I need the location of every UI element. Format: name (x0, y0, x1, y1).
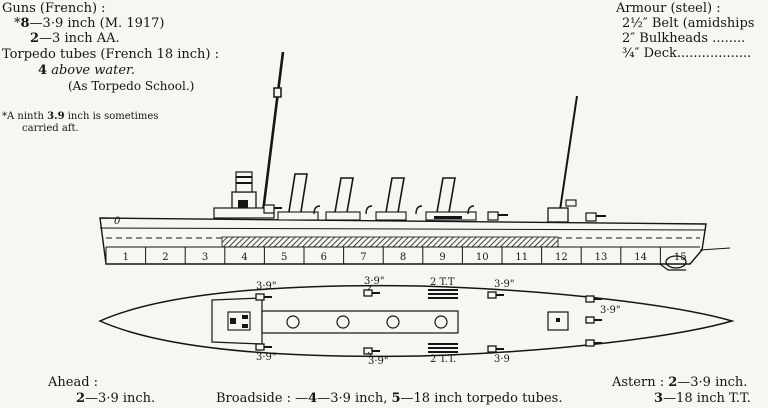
profile-guns (263, 204, 606, 222)
guns-heading: Guns (French) : (2, 1, 106, 16)
section-number: 1 (123, 252, 129, 263)
ahead-desc: —3·9 inch. (85, 391, 156, 406)
plan-funnel-3 (386, 315, 400, 329)
foremast (261, 51, 285, 213)
label-mid-stbd: 3·9" (368, 356, 389, 367)
torpedo-heading: Torpedo tubes (French 18 inch) : (2, 47, 220, 62)
section-number: 8 (400, 252, 406, 263)
bow-mark: 0 (114, 216, 121, 227)
guns-count-2: 2 (30, 31, 40, 46)
footnote-line-2: carried aft. (22, 123, 79, 134)
broadside-label: Broadside : — (216, 391, 309, 406)
astern-gun-count: 2 (668, 375, 678, 390)
footnote-text-a: *A ninth (2, 111, 48, 122)
armour-deck: ¾″ Deck.................. (622, 47, 751, 60)
ahead-value: 2—3·9 inch. (76, 392, 155, 405)
section-number: 5 (281, 252, 287, 263)
torpedo-line-1: 4 above water. (38, 64, 135, 77)
foremast-platform (273, 87, 282, 98)
broadside-line: Broadside : —4—3·9 inch, 5—18 inch torpe… (216, 392, 562, 405)
plan-guns (255, 289, 602, 355)
armour-belt-label: Belt (amidships (651, 16, 755, 31)
broadside-tt-count: 5 (391, 391, 401, 406)
astern-line-1: Astern : 2—3·9 inch. (612, 376, 747, 389)
section-number: 4 (241, 252, 247, 263)
guns-line-1: *8—3·9 inch (M. 1917) (14, 17, 164, 30)
label-tt-port: 2 T.T (430, 277, 455, 288)
plan-funnel-2 (336, 315, 350, 329)
torpedo-count: 4 (38, 63, 48, 78)
label-fwd-port: 3·9" (256, 281, 277, 292)
propeller (665, 255, 687, 269)
astern-tt-count: 3 (654, 391, 664, 406)
mainmast (559, 95, 578, 211)
astern-line-2: 3—18 inch T.T. (654, 392, 751, 405)
guns-desc-1: —3·9 inch (M. 1917) (29, 16, 165, 31)
section-number: 2 (162, 252, 168, 263)
plan-view (98, 284, 735, 358)
plan-torpedo-tubes (428, 289, 458, 353)
label-fwd-stbd: 3·9" (256, 352, 277, 363)
footnote-text-c: inch is sometimes (64, 111, 159, 122)
armour-deck-label: Deck.................. (643, 46, 752, 61)
label-stern: 3·9" (600, 305, 621, 316)
section-number: 3 (202, 252, 208, 263)
footnote-mark: * (14, 16, 21, 31)
section-number: 14 (634, 252, 647, 263)
armour-belt-thickness: 2½″ (622, 16, 648, 31)
armour-belt-hatch (221, 236, 559, 248)
label-tt-stbd: 2 T.T. (430, 354, 456, 365)
label-aft-port: 3·9" (494, 279, 515, 290)
armour-heading: Armour (steel) : (616, 1, 721, 16)
section-number: 6 (321, 252, 327, 263)
armour-deck-thickness: ¾″ (622, 46, 640, 61)
footnote-calibre: 3.9 (47, 111, 65, 122)
section-number: 7 (360, 252, 366, 263)
broadside-gun-count: 4 (308, 391, 318, 406)
section-number: 11 (515, 252, 528, 263)
torpedo-note: (As Torpedo School.) (68, 79, 195, 93)
guns-desc-2: —3 inch AA. (39, 31, 120, 46)
armour-bulk-thickness: 2″ (622, 31, 636, 46)
broadside-tt-desc: —18 inch torpedo tubes. (400, 391, 563, 406)
ahead-count: 2 (76, 391, 86, 406)
astern-label: Astern : (612, 375, 665, 390)
armour-bulkheads: 2″ Bulkheads ........ (622, 32, 745, 45)
astern-tt-desc: —18 inch T.T. (663, 391, 751, 406)
guns-count-1: 8 (20, 16, 30, 31)
ahead-label: Ahead : (48, 375, 99, 390)
armour-belt: 2½″ Belt (amidships (622, 17, 754, 30)
label-mid-port: 3·9" (364, 276, 385, 287)
label-aft-stbd: 3·9 (494, 354, 510, 365)
plan-superstructure (261, 310, 459, 334)
armour-bulk-label: Bulkheads ........ (639, 31, 746, 46)
section-number: 10 (476, 252, 489, 263)
footnote-line-1: *A ninth 3.9 inch is sometimes (2, 112, 158, 122)
plan-funnel-4 (434, 315, 448, 329)
section-number: 15 (674, 252, 687, 263)
section-number: 13 (595, 252, 608, 263)
section-number: 9 (439, 252, 445, 263)
broadside-gun-desc: —3·9 inch, (317, 391, 388, 406)
torpedo-desc: above water. (51, 63, 135, 78)
funnel-1 (287, 173, 308, 219)
profile-view (99, 51, 731, 271)
astern-gun-desc: —3·9 inch. (677, 375, 748, 390)
plan-funnel-1 (286, 315, 300, 329)
section-number: 12 (555, 252, 568, 263)
guns-line-2: 2—3 inch AA. (30, 32, 120, 45)
